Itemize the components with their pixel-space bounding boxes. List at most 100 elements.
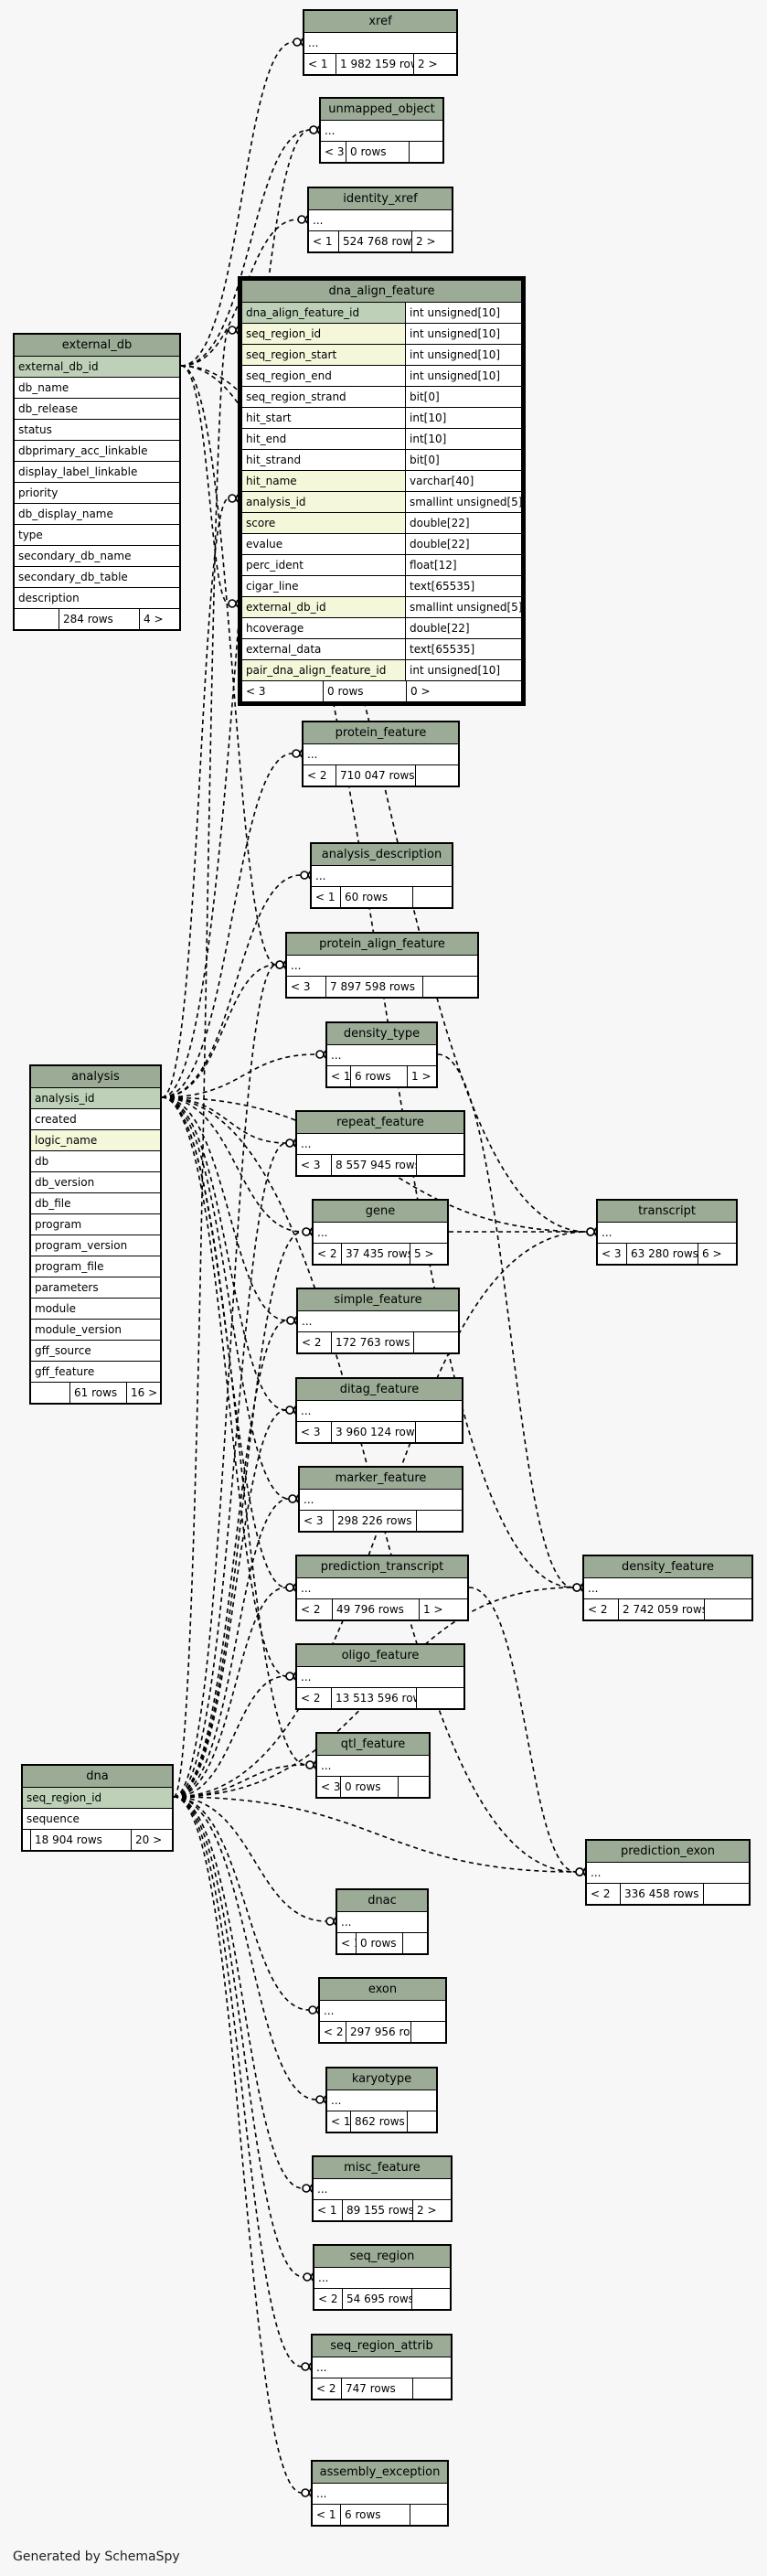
table-name[interactable]: density_feature [584, 1556, 751, 1578]
table-name[interactable]: misc_feature [314, 2157, 451, 2179]
relationship-edge-6 [180, 365, 229, 604]
table-oligo-feature[interactable]: oligo_feature...< 213 513 596 rows [295, 1643, 465, 1710]
column-name: db_name [18, 381, 69, 394]
column-row: ... [304, 744, 458, 765]
table-name[interactable]: dna_align_feature [242, 281, 521, 303]
table-name[interactable]: prediction_transcript [297, 1556, 467, 1578]
children-count: 0 > [406, 681, 521, 701]
collapsed-columns: ... [591, 1866, 602, 1879]
table-name[interactable]: transcript [598, 1201, 736, 1223]
optional-marker [309, 125, 318, 134]
table-name[interactable]: seq_region [314, 2246, 450, 2268]
table-name[interactable]: analysis_description [312, 844, 452, 866]
table-name[interactable]: prediction_exon [587, 1841, 749, 1863]
table-name[interactable]: exon [320, 1979, 445, 2001]
row-count: 710 047 rows [336, 765, 415, 786]
table-name[interactable]: repeat_feature [297, 1112, 463, 1134]
collapsed-columns: ... [331, 1049, 342, 1062]
table-name[interactable]: ditag_feature [297, 1379, 462, 1401]
table-dnac[interactable]: dnac...< 10 rows [336, 1888, 429, 1955]
table-name[interactable]: density_type [327, 1023, 436, 1045]
table-name[interactable]: identity_xref [309, 188, 452, 210]
row-count: 524 768 rows [338, 231, 411, 251]
table-name[interactable]: unmapped_object [321, 99, 442, 121]
column-name: analysis_id [242, 492, 405, 512]
column-name: seq_region_start [242, 345, 405, 365]
table-name[interactable]: analysis [31, 1066, 160, 1088]
table-name[interactable]: protein_align_feature [287, 934, 477, 956]
parents-count: < 2 [588, 1603, 608, 1616]
row-count: 336 458 rows [620, 1884, 703, 1904]
column-row: logic_name [31, 1130, 160, 1151]
optional-marker [302, 1227, 311, 1236]
collapsed-columns: ... [315, 870, 326, 882]
relationship-edge-13 [161, 1096, 304, 1233]
column-name: db_file [35, 1197, 71, 1210]
column-name: seq_region_id [23, 1788, 172, 1808]
children-count [416, 1511, 462, 1531]
table-name[interactable]: qtl_feature [317, 1734, 429, 1756]
table-name[interactable]: oligo_feature [297, 1645, 463, 1667]
optional-marker [315, 1050, 325, 1059]
row-count: 7 897 598 rows [325, 977, 422, 997]
optional-marker [308, 2005, 317, 2015]
column-row: secondary_db_table [15, 567, 179, 588]
optional-marker [285, 1672, 294, 1681]
table-name[interactable]: xref [304, 11, 456, 33]
children-count [412, 887, 452, 907]
table-name[interactable]: dnac [337, 1890, 427, 1912]
column-name: pair_dna_align_feature_id [242, 660, 405, 680]
table-name[interactable]: protein_feature [304, 722, 458, 744]
collapsed-columns: ... [325, 124, 336, 137]
table-name[interactable]: marker_feature [300, 1468, 462, 1490]
column-name: display_label_linkable [18, 465, 138, 478]
column-name: evalue [246, 538, 283, 550]
table-name[interactable]: external_db [15, 335, 179, 357]
column-row: db_release [15, 399, 179, 420]
parents-count: < 2 [324, 2026, 344, 2038]
table-name[interactable]: simple_feature [298, 1289, 458, 1311]
table-name[interactable]: gene [314, 1201, 447, 1223]
table-name[interactable]: assembly_exception [313, 2462, 447, 2484]
table-name[interactable]: karyotype [327, 2068, 436, 2090]
column-row: status [15, 420, 179, 441]
optional-marker [572, 1583, 581, 1592]
table-name[interactable]: dna [23, 1766, 172, 1788]
column-row: ... [287, 956, 477, 977]
table-name[interactable]: seq_region_attrib [313, 2336, 451, 2357]
column-name: type [18, 529, 43, 541]
